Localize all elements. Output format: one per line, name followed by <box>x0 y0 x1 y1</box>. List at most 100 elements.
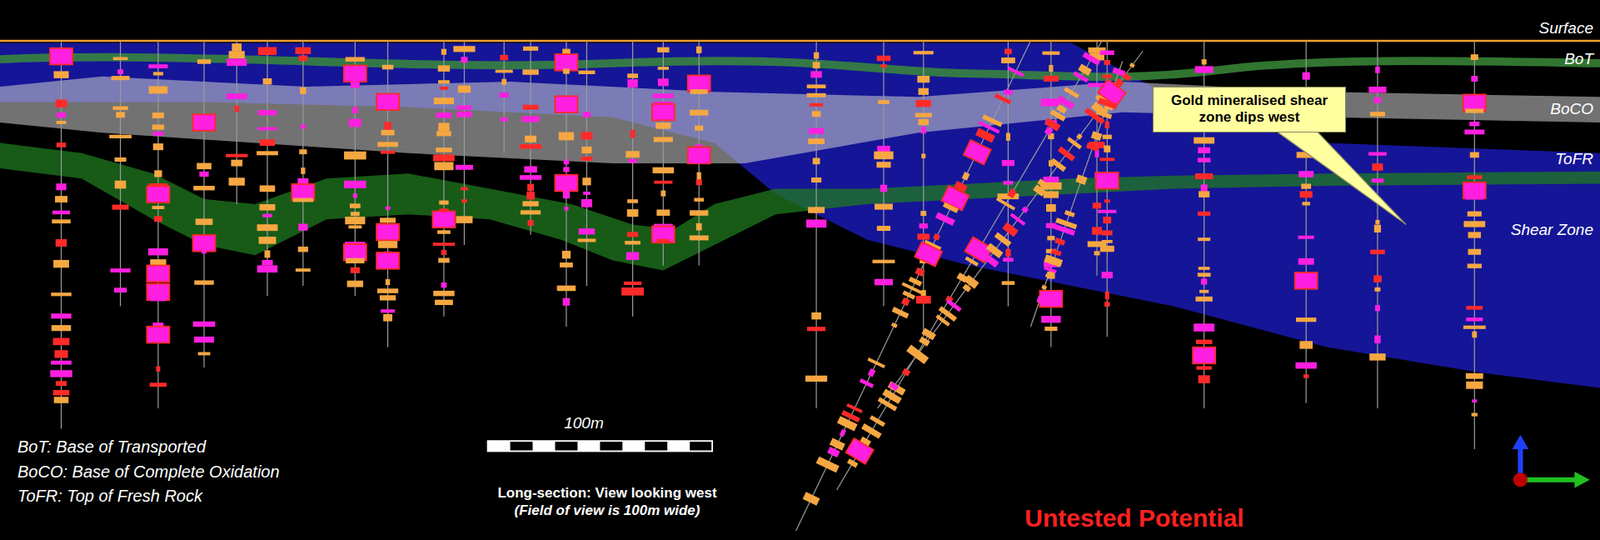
assay-intercept <box>656 239 670 245</box>
assay-intercept <box>114 180 127 190</box>
assay-intercept <box>915 113 933 118</box>
assay-intercept <box>343 64 367 82</box>
drill-hole <box>837 40 1103 490</box>
assay-intercept <box>557 285 576 292</box>
assay-intercept <box>1465 373 1484 379</box>
assay-intercept <box>807 93 827 98</box>
assay-intercept <box>230 159 243 167</box>
assay-intercept <box>1092 202 1102 209</box>
assay-intercept <box>827 446 841 458</box>
assay-intercept <box>1075 174 1087 185</box>
assay-intercept <box>458 85 471 94</box>
assay-intercept <box>261 259 273 266</box>
drill-hole <box>796 40 1032 531</box>
assay-intercept <box>1198 266 1211 270</box>
assay-intercept <box>1470 75 1478 82</box>
assay-intercept <box>1005 249 1011 257</box>
assay-intercept <box>1041 315 1061 323</box>
assay-intercept <box>1041 51 1060 55</box>
assay-intercept <box>1111 67 1126 77</box>
assay-intercept <box>49 369 72 377</box>
assay-intercept <box>1104 199 1111 203</box>
assay-intercept <box>148 64 168 69</box>
assay-intercept <box>563 206 569 210</box>
assay-intercept <box>1045 273 1052 279</box>
assay-intercept <box>197 59 211 65</box>
assay-intercept <box>1096 109 1112 120</box>
assay-intercept <box>1197 147 1211 154</box>
assay-intercept <box>652 93 674 99</box>
assay-intercept <box>1096 172 1119 190</box>
assay-intercept <box>377 288 399 294</box>
assay-intercept <box>1470 54 1479 60</box>
assay-intercept <box>293 198 315 203</box>
assay-intercept <box>1464 129 1485 135</box>
assay-intercept <box>892 306 910 319</box>
assay-intercept <box>1043 254 1063 267</box>
assay-intercept <box>378 240 398 249</box>
assay-intercept <box>53 259 70 268</box>
assay-intercept <box>194 336 215 343</box>
assay-intercept <box>1375 219 1380 225</box>
assay-intercept <box>888 381 899 391</box>
assay-intercept <box>385 279 390 285</box>
assay-intercept <box>53 389 70 395</box>
assay-intercept <box>54 195 68 203</box>
highlight-note: Untested Potential <box>1021 503 1247 534</box>
assay-intercept <box>1021 205 1029 214</box>
assay-intercept <box>1050 158 1067 173</box>
assay-intercept <box>259 236 277 245</box>
assay-intercept <box>1374 97 1381 104</box>
assay-intercept <box>1192 347 1216 364</box>
assay-intercept <box>523 165 538 173</box>
boco-surface <box>0 76 1600 164</box>
assay-intercept <box>963 139 992 165</box>
assay-intercept <box>873 151 893 160</box>
drill-hole <box>119 40 121 306</box>
assay-intercept <box>1081 51 1101 66</box>
assay-intercept <box>298 246 309 252</box>
assay-intercept <box>554 95 578 113</box>
assay-intercept <box>50 360 72 365</box>
assay-intercept <box>193 321 216 327</box>
assay-intercept <box>1193 323 1215 331</box>
assay-intercept <box>935 211 956 226</box>
assay-intercept <box>433 97 454 105</box>
assay-intercept <box>53 338 70 346</box>
assay-intercept <box>657 66 669 70</box>
assay-intercept <box>1102 134 1112 140</box>
assay-intercept <box>806 219 827 228</box>
assay-intercept <box>433 161 454 170</box>
assay-intercept <box>1091 226 1102 235</box>
assay-intercept <box>1195 296 1212 302</box>
assay-intercept <box>49 48 73 65</box>
assay-intercept <box>114 287 127 293</box>
assay-intercept <box>53 70 69 78</box>
assay-intercept <box>257 127 277 131</box>
assay-intercept <box>1003 89 1013 95</box>
assay-intercept <box>51 219 70 224</box>
assay-intercept <box>1195 173 1213 180</box>
assay-intercept <box>154 169 162 177</box>
assay-intercept <box>1001 280 1015 285</box>
abbreviation-note: BoCO: Base of Complete Oxidation <box>14 461 283 482</box>
assay-intercept <box>383 314 393 322</box>
assay-intercept <box>563 68 570 74</box>
assay-intercept <box>811 312 822 320</box>
assay-intercept <box>1046 204 1057 212</box>
assay-intercept <box>433 290 454 296</box>
assay-intercept <box>563 189 570 199</box>
scale-bar-segment <box>577 440 600 451</box>
view-note: Long-section: View looking west <box>494 484 719 502</box>
assay-intercept <box>807 84 827 89</box>
assay-intercept <box>460 56 468 63</box>
assay-intercept <box>1465 108 1484 113</box>
assay-intercept <box>906 344 929 365</box>
assay-intercept <box>920 210 927 216</box>
assay-intercept <box>1368 152 1387 156</box>
assay-intercept <box>1105 121 1110 129</box>
assay-intercept <box>626 252 639 260</box>
assay-intercept <box>1465 194 1484 200</box>
